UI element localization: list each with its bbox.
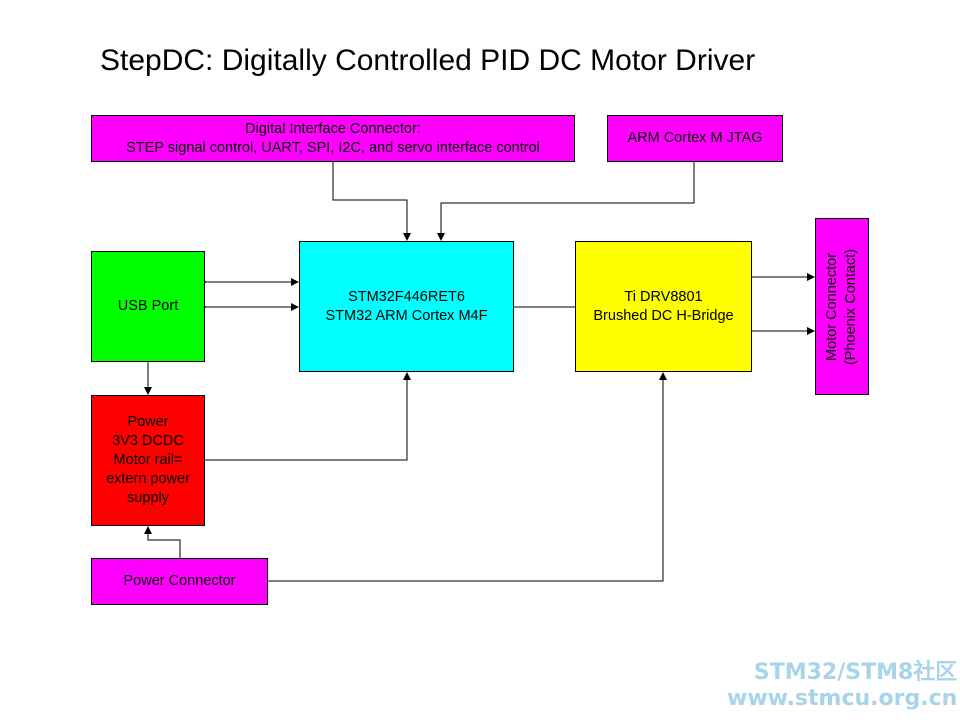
diagram-title: StepDC: Digitally Controlled PID DC Moto…: [100, 44, 756, 77]
power-block: Power 3V3 DCDC Motor rail= extern power …: [91, 395, 205, 526]
power-line-2: 3V3 DCDC: [112, 433, 184, 449]
jtag-block: ARM Cortex M JTAG: [607, 115, 783, 162]
link-digital-mcu: [329, 155, 411, 241]
driver-part-number: Ti DRV8801: [624, 288, 703, 305]
link-power-mcu: [205, 372, 411, 461]
link-pconn-power: [144, 526, 181, 558]
motor-driver-block: Ti DRV8801 Brushed DC H-Bridge: [575, 241, 752, 372]
motor-connector-vendor: (Phoenix Contact): [843, 248, 859, 365]
power-connector-label: Power Connector: [123, 573, 236, 589]
power-line-1: Power: [127, 414, 169, 430]
digital-interface-title: Digital Interface Connector:: [245, 120, 421, 137]
link-jtag-mcu: [437, 155, 698, 241]
watermark-line-2: www.stmcu.org.cn: [727, 686, 958, 711]
driver-description: Brushed DC H-Bridge: [593, 307, 734, 324]
mcu-core: STM32 ARM Cortex M4F: [325, 307, 488, 324]
usb-port-block: USB Port: [91, 251, 205, 362]
digital-interface-connector-block: Digital Interface Connector: STEP signal…: [91, 115, 575, 162]
watermark: STM32/STM8社区 www.stmcu.org.cn: [727, 660, 957, 712]
motor-connector-block: Motor Connector (Phoenix Contact): [815, 218, 869, 395]
mcu-block: STM32F446RET6 STM32 ARM Cortex M4F: [299, 241, 514, 372]
digital-interface-description: STEP signal control, UART, SPI, I2C, and…: [126, 139, 540, 156]
usb-port-label: USB Port: [117, 298, 179, 314]
power-line-4: extern power: [106, 471, 190, 487]
power-connector-block: Power Connector: [91, 558, 268, 605]
power-line-5: supply: [127, 490, 169, 506]
jtag-label: ARM Cortex M JTAG: [627, 130, 763, 146]
power-line-3: Motor rail=: [113, 452, 183, 468]
mcu-part-number: STM32F446RET6: [348, 288, 465, 305]
watermark-line-1: STM32/STM8社区: [753, 660, 958, 685]
link-pconn-driver: [268, 372, 667, 582]
motor-connector-label: Motor Connector: [824, 252, 840, 361]
motor-connector-rotated-label: Motor Connector (Phoenix Contact): [823, 248, 861, 364]
